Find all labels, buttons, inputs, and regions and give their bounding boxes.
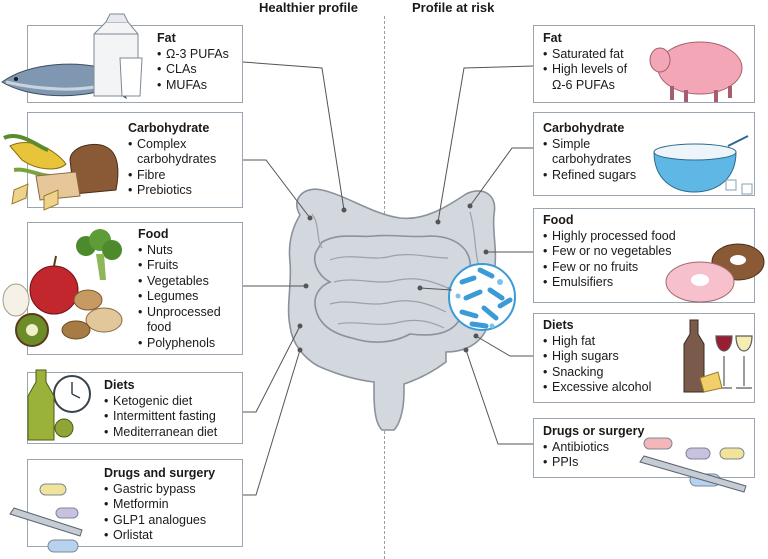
chips-icon (699, 371, 723, 393)
risk-diets-item: Excessive alcohol (543, 380, 651, 396)
risk-fat-item: High levels of (543, 62, 627, 78)
donut-icon (665, 243, 765, 303)
risk-food-item: Highly processed food (543, 229, 676, 245)
risk-carbohydrate-item: Refined sugars (543, 168, 636, 184)
healthy-drugs-item: Orlistat (104, 528, 215, 544)
egg-icon (2, 283, 30, 317)
healthy-food-item: Legumes (138, 289, 221, 305)
risk-carbohydrate-item-cont: carbohydrates (552, 152, 632, 166)
pill-icons (39, 483, 79, 553)
healthy-carbohydrate-item-cont: carbohydrates (137, 152, 217, 166)
corn-icon (3, 134, 67, 178)
healthy-fat-item: Ω-3 PUFAs (157, 47, 229, 63)
healthy-food-title: Food (138, 227, 169, 241)
healthy-food-item-cont: food (147, 320, 172, 334)
healthy-fat-item: CLAs (157, 62, 229, 78)
risk-diets-item: High sugars (543, 349, 651, 365)
risk-fat-title: Fat (543, 31, 562, 45)
kiwi-icon (15, 313, 49, 347)
risk-drugs-item: Antibiotics (543, 440, 644, 456)
sugar-bowl-icon (653, 135, 753, 195)
healthy-carbohydrate-title: Carbohydrate (128, 121, 210, 135)
risk-diets-item: High fat (543, 334, 651, 350)
healthy-carbohydrate-text: Carbohydrate Complex carbohydrates Fibre… (128, 121, 216, 199)
clock-icon (53, 375, 91, 413)
healthy-drugs-item: GLP1 analogues (104, 513, 215, 529)
risk-carbohydrate-item: Simple (543, 137, 636, 153)
risk-drugs-item: PPIs (543, 455, 644, 471)
healthy-diets-item: Mediterranean diet (104, 425, 217, 441)
healthy-food-item: Polyphenols (138, 336, 221, 352)
risk-food-item: Few or no fruits (543, 260, 676, 276)
healthy-fat-title: Fat (157, 31, 176, 45)
scalpel-icon (9, 507, 83, 537)
healthy-drugs-item: Metformin (104, 497, 215, 513)
healthy-food-item: Vegetables (138, 274, 221, 290)
healthy-drugs-item: Gastric bypass (104, 482, 215, 498)
apple-icon (29, 255, 79, 315)
risk-scalpel-icon (639, 455, 747, 493)
risk-diets-text: Diets High fat High sugars Snacking Exce… (543, 318, 651, 396)
risk-drugs-text: Drugs or surgery Antibiotics PPIs (543, 424, 644, 471)
healthy-fat-text: Fat Ω-3 PUFAs CLAs MUFAs (157, 31, 229, 93)
header-profile-at-risk: Profile at risk (412, 0, 495, 15)
pasta-icon (11, 183, 59, 211)
healthy-food-item: Nuts (138, 243, 221, 259)
olive-icon (54, 418, 74, 438)
healthy-carbohydrate-item: Complex (128, 137, 216, 153)
healthy-diets-text: Diets Ketogenic diet Intermittent fastin… (104, 378, 217, 440)
risk-food-item: Emulsifiers (543, 275, 676, 291)
risk-food-title: Food (543, 213, 574, 227)
risk-fat-item: Saturated fat (543, 47, 627, 63)
healthy-diets-title: Diets (104, 378, 135, 392)
wine-glass-icon (715, 335, 753, 389)
healthy-carbohydrate-item: Fibre (128, 168, 216, 184)
olive-oil-bottle-icon (27, 369, 55, 441)
broccoli-icon (76, 229, 122, 280)
healthy-drugs-text: Drugs and surgery Gastric bypass Metform… (104, 466, 215, 544)
healthy-drugs-title: Drugs and surgery (104, 466, 216, 480)
intestine-illustration (287, 188, 497, 431)
risk-diets-title: Diets (543, 318, 574, 332)
healthy-food-item: Unprocessed (138, 305, 221, 321)
healthy-food-item: Fruits (138, 258, 221, 274)
risk-food-text: Food Highly processed food Few or no veg… (543, 213, 676, 291)
microbiome-magnifier (448, 263, 516, 331)
pig-icon (649, 41, 743, 102)
healthy-diets-item: Intermittent fasting (104, 409, 217, 425)
risk-fat-item-cont: Ω-6 PUFAs (552, 77, 615, 92)
risk-food-item: Few or no vegetables (543, 244, 676, 260)
milk-glass-icon (119, 57, 143, 97)
intestine-coil-lines (311, 211, 481, 329)
healthy-food-text: Food Nuts Fruits Vegetables Legumes Unpr… (138, 227, 221, 351)
nuts-icon (61, 289, 123, 340)
healthy-diets-item: Ketogenic diet (104, 394, 217, 410)
bread-icon (35, 144, 119, 201)
risk-fat-text: Fat Saturated fat High levels of Ω-6 PUF… (543, 31, 627, 93)
risk-diets-item: Snacking (543, 365, 651, 381)
healthy-carbohydrate-item: Prebiotics (128, 183, 216, 199)
risk-drugs-title: Drugs or surgery (543, 424, 645, 438)
leader-lines (242, 61, 534, 496)
risk-carbohydrate-title: Carbohydrate (543, 121, 625, 135)
risk-carbohydrate-text: Carbohydrate Simple carbohydrates Refine… (543, 121, 636, 183)
header-healthier-profile: Healthier profile (259, 0, 358, 15)
healthy-fat-item: MUFAs (157, 78, 229, 94)
